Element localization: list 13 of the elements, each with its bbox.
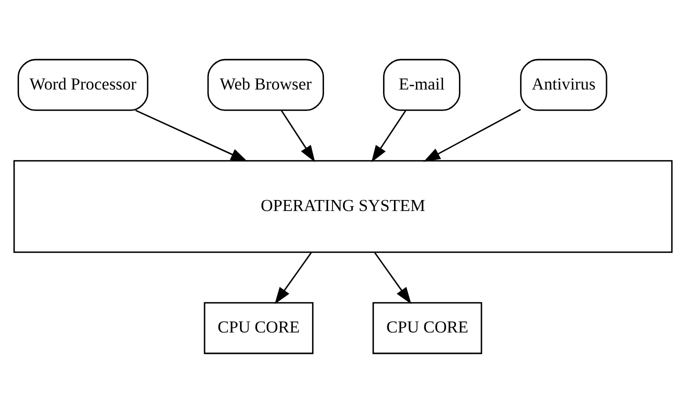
node-box: CPU CORE — [372, 302, 482, 354]
arrow — [371, 109, 406, 162]
node-box: Word Processor — [18, 58, 148, 110]
arrow — [374, 252, 412, 304]
node-box: OPERATING SYSTEM — [13, 160, 673, 252]
arrow — [423, 108, 521, 162]
node-box: Antivirus — [520, 58, 608, 110]
arrow — [274, 252, 312, 304]
arrow — [135, 109, 248, 162]
arrow — [280, 109, 316, 162]
node-box: E-mail — [383, 58, 460, 110]
node-box: CPU CORE — [204, 302, 314, 354]
node-box: Web Browser — [207, 58, 324, 110]
